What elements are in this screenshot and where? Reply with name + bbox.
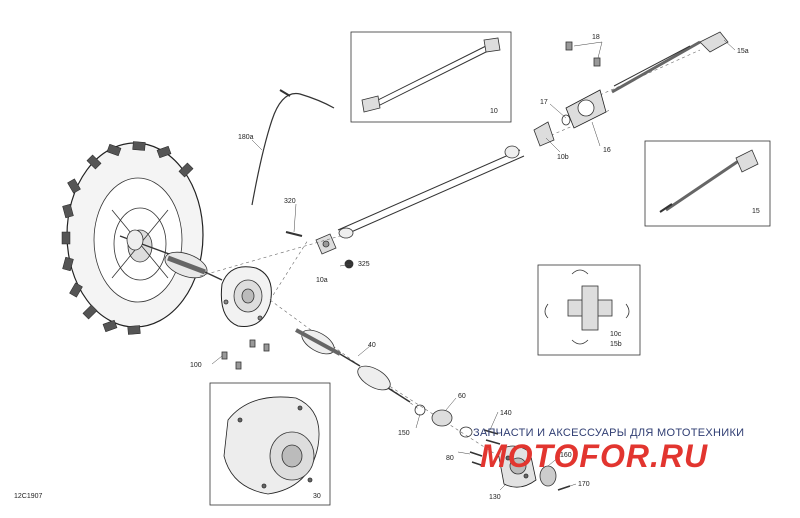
callout-10c: 10c bbox=[610, 331, 622, 338]
studs bbox=[469, 429, 501, 467]
callout-40: 40 bbox=[368, 342, 376, 349]
callout-16: 16 bbox=[603, 147, 611, 154]
callout-10b: 10b bbox=[557, 154, 569, 161]
callout-10: 10 bbox=[490, 108, 498, 115]
callout-15b: 15b bbox=[610, 341, 622, 348]
shaft-15a bbox=[611, 31, 729, 94]
rear-hub-130 bbox=[497, 445, 537, 488]
rear-drive-shaft-40 bbox=[295, 328, 411, 403]
washer-150 bbox=[414, 404, 426, 416]
callout-130: 130 bbox=[489, 494, 501, 501]
carrier-bearing-16 bbox=[561, 89, 607, 129]
callout-15a: 15a bbox=[737, 48, 749, 55]
diff-bolts bbox=[221, 339, 270, 370]
callout-80: 80 bbox=[446, 455, 454, 462]
callout-18: 18 bbox=[592, 34, 600, 41]
bolt-18a bbox=[565, 41, 573, 51]
spacer-60 bbox=[431, 409, 453, 427]
callout-320: 320 bbox=[284, 198, 296, 205]
oring bbox=[459, 426, 473, 438]
watermark-brand-name: MOTOFOR bbox=[480, 438, 650, 474]
callout-180a: 180a bbox=[238, 134, 254, 141]
bolt-320 bbox=[285, 231, 303, 237]
callout-160: 160 bbox=[560, 452, 572, 459]
watermark-brand-tld: .RU bbox=[649, 438, 709, 474]
pin-170 bbox=[557, 485, 571, 491]
watermark-tagline: ЗАПЧАСТИ И АКСЕССУАРЫ ДЛЯ МОТОТЕХНИКИ bbox=[473, 427, 745, 439]
callout-17: 17 bbox=[540, 99, 548, 106]
bolt-18b bbox=[593, 57, 601, 67]
main-drive-shaft bbox=[337, 145, 525, 239]
front-drive-shaft-left bbox=[119, 229, 223, 281]
diagram-reference-code: 12C1907 bbox=[14, 493, 43, 500]
front-differential bbox=[220, 266, 272, 328]
yoke-10b bbox=[533, 121, 555, 147]
callout-140: 140 bbox=[500, 410, 512, 417]
callout-325: 325 bbox=[358, 261, 370, 268]
yoke-10a bbox=[315, 233, 337, 255]
callout-60: 60 bbox=[458, 393, 466, 400]
callout-30: 30 bbox=[313, 493, 321, 500]
callout-10a: 10a bbox=[316, 277, 328, 284]
nut-325 bbox=[344, 259, 354, 269]
vent-hose-180a bbox=[251, 92, 335, 206]
callout-150: 150 bbox=[398, 430, 410, 437]
callout-15: 15 bbox=[752, 208, 760, 215]
watermark-brand-logo: MOTOFOR.RU bbox=[480, 438, 708, 475]
callout-170: 170 bbox=[578, 481, 590, 488]
callout-100: 100 bbox=[190, 362, 202, 369]
